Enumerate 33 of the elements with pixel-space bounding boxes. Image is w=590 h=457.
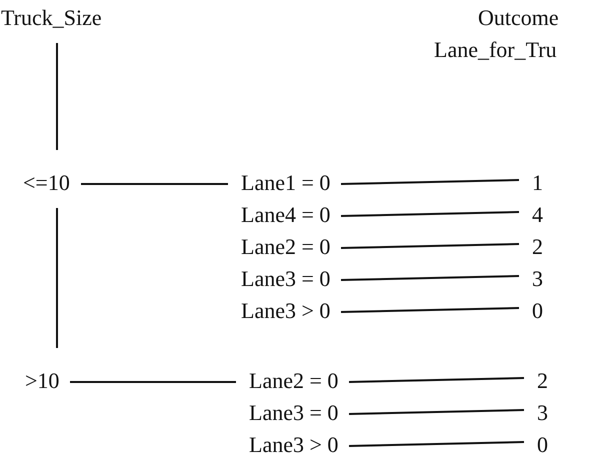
connector-line bbox=[81, 183, 228, 185]
connector-line bbox=[340, 307, 520, 313]
connector-line bbox=[70, 381, 236, 383]
connector-line bbox=[56, 208, 58, 348]
connector-line bbox=[340, 211, 520, 217]
node-text: Lane3 > 0 bbox=[240, 298, 332, 324]
node-text: Lane3 = 0 bbox=[240, 266, 332, 292]
connector-line bbox=[348, 377, 524, 383]
connector-line bbox=[340, 275, 520, 281]
connector-line bbox=[340, 179, 520, 185]
node-text: Lane3 = 0 bbox=[248, 400, 340, 426]
column-header: Lane_for_Tru bbox=[434, 37, 557, 63]
node-text: >10 bbox=[24, 368, 60, 394]
node-text: Lane1 = 0 bbox=[240, 170, 332, 196]
node-text: Truck_Size bbox=[0, 5, 103, 31]
node-text: 3 bbox=[531, 266, 544, 292]
node-text: 2 bbox=[531, 234, 544, 260]
connector-line bbox=[348, 409, 524, 415]
connector-line bbox=[56, 43, 58, 150]
node-text: 2 bbox=[536, 368, 549, 394]
connector-line bbox=[340, 243, 520, 249]
node-text: 0 bbox=[536, 432, 549, 457]
connector-line bbox=[348, 441, 524, 447]
node-text: Lane3 > 0 bbox=[248, 432, 340, 457]
column-header: Outcome bbox=[478, 5, 559, 31]
node-text: 0 bbox=[531, 298, 544, 324]
node-text: <=10 bbox=[22, 170, 71, 196]
node-text: 1 bbox=[531, 170, 544, 196]
node-text: Lane4 = 0 bbox=[240, 202, 332, 228]
node-text: 3 bbox=[536, 400, 549, 426]
node-text: 4 bbox=[531, 202, 544, 228]
node-text: Lane2 = 0 bbox=[248, 368, 340, 394]
node-text: Lane2 = 0 bbox=[240, 234, 332, 260]
